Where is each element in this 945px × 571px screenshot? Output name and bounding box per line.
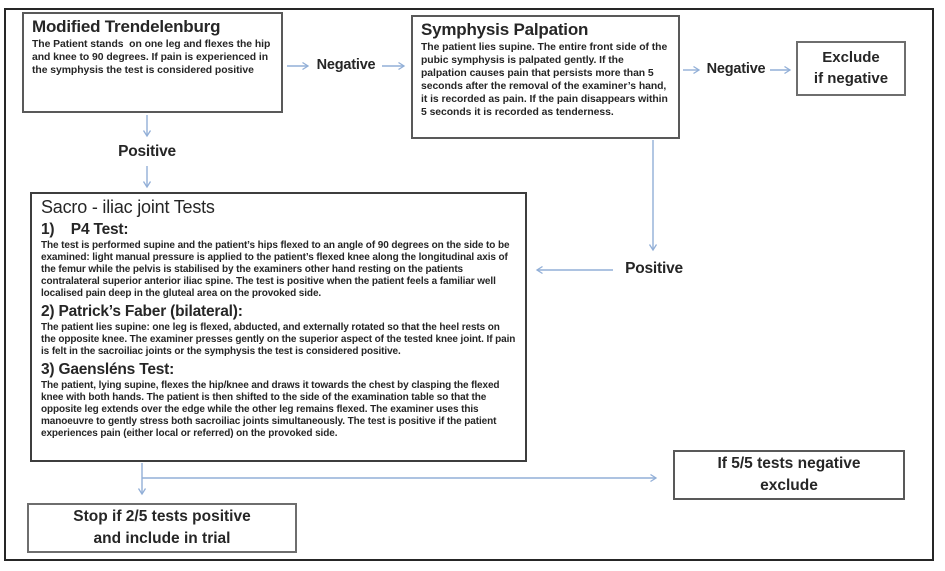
- outcome-line: exclude: [760, 477, 818, 494]
- outcome-box-stop-include: Stop if 2/5 tests positive and include i…: [27, 503, 297, 553]
- outcome-line: and include in trial: [93, 530, 231, 547]
- test-box-sacroiliac-joint-tests: Sacro - iliac joint Tests 1) P4 Test: Th…: [30, 192, 527, 462]
- flow-label-positive: Positive: [118, 143, 176, 160]
- outcome-line: Stop if 2/5 tests positive: [73, 508, 251, 526]
- test-item-heading-gaenslens: 3) Gaensléns Test:: [41, 361, 175, 378]
- box-description: The patient lies supine. The entire fron…: [421, 42, 671, 118]
- flow-label-negative: Negative: [706, 61, 766, 77]
- flow-label-negative: Negative: [316, 57, 376, 73]
- box-description: The Patient stands on one leg and flexes…: [32, 39, 274, 77]
- box-title: Symphysis Palpation: [421, 20, 589, 39]
- outcome-line: Exclude: [822, 49, 880, 67]
- outcome-line: if negative: [813, 69, 889, 87]
- box-title: Sacro - iliac joint Tests: [41, 197, 215, 217]
- test-item-body-p4: The test is performed supine and the pat…: [41, 240, 510, 299]
- outcome-box-exclude-if-negative: Exclude if negative: [796, 41, 906, 96]
- box-title: Modified Trendelenburg: [32, 17, 221, 36]
- outcome-box-exclude-5of5: If 5/5 tests negative exclude: [673, 450, 905, 500]
- test-item-heading-patricks-faber: 2) Patrick’s Faber (bilateral):: [41, 303, 243, 320]
- test-box-modified-trendelenburg: Modified Trendelenburg The Patient stand…: [22, 12, 283, 113]
- outcome-line: If 5/5 tests negative: [717, 455, 861, 473]
- test-item-body-gaenslens: The patient, lying supine, flexes the hi…: [41, 380, 500, 439]
- test-item-body-patricks-faber: The patient lies supine: one leg is flex…: [41, 322, 516, 357]
- test-box-symphysis-palpation: Symphysis Palpation The patient lies sup…: [411, 15, 680, 139]
- flow-label-positive: Positive: [625, 260, 683, 277]
- test-item-heading-p4: 1) P4 Test:: [41, 221, 129, 238]
